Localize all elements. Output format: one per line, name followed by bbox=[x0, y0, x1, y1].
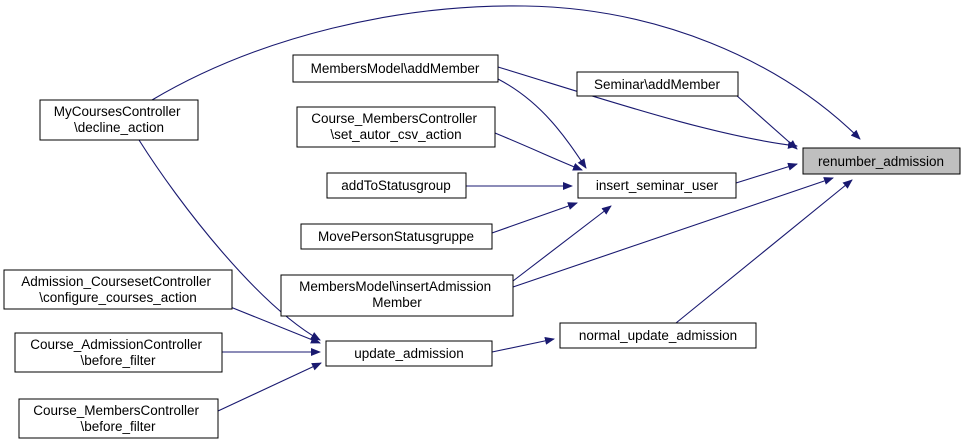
node-set-autor-csv-action[interactable]: Course_MembersController \set_autor_csv_… bbox=[296, 106, 496, 148]
node-label: MembersModel\insertAdmission Member bbox=[299, 279, 495, 310]
node-update-admission[interactable]: update_admission bbox=[325, 340, 493, 367]
edge-decline-action-to-update-admission bbox=[138, 139, 321, 341]
node-label: Course_AdmissionController \before_filte… bbox=[30, 337, 206, 368]
edge-insertadmissionmember-to-insert-seminar-user bbox=[512, 205, 612, 282]
node-label-line: Course_AdmissionController bbox=[30, 337, 202, 352]
edge-normal-update-to-renumber-admission bbox=[675, 179, 853, 324]
node-box[interactable] bbox=[559, 322, 757, 349]
node-box[interactable] bbox=[292, 54, 499, 83]
node-renumber-admission[interactable]: renumber_admission bbox=[802, 147, 961, 175]
node-label: renumber_admission bbox=[818, 154, 944, 169]
node-box[interactable] bbox=[3, 269, 233, 310]
node-label: update_admission bbox=[354, 346, 464, 361]
node-label-line: \decline_action bbox=[74, 120, 164, 135]
node-label-line: \configure_courses_action bbox=[39, 290, 197, 305]
node-label-line: Course_MembersController bbox=[33, 403, 199, 418]
node-insert-seminar-user[interactable]: insert_seminar_user bbox=[577, 172, 737, 199]
node-normal-update-admission[interactable]: normal_update_admission bbox=[559, 322, 757, 349]
node-label: Seminar\addMember bbox=[594, 77, 721, 92]
edge-movepersonstatusgruppe-to-insert-seminar-user bbox=[491, 202, 578, 234]
node-label-line: MyCoursesController bbox=[54, 104, 181, 119]
node-box[interactable] bbox=[39, 99, 199, 141]
node-box[interactable] bbox=[576, 71, 739, 97]
node-label: Course_MembersController \set_autor_csv_… bbox=[311, 111, 481, 142]
node-box[interactable] bbox=[14, 332, 223, 373]
node-box[interactable] bbox=[325, 340, 493, 367]
node-box[interactable] bbox=[280, 274, 514, 317]
node-box[interactable] bbox=[18, 398, 219, 439]
node-insert-admission-member[interactable]: MembersModel\insertAdmission Member bbox=[280, 274, 514, 317]
node-course-members-before-filter[interactable]: Course_MembersController \before_filter bbox=[18, 398, 219, 439]
node-box[interactable] bbox=[326, 172, 467, 199]
edge-set-autor-csv-to-insert-seminar-user bbox=[494, 132, 583, 171]
node-label: MyCoursesController \decline_action bbox=[54, 104, 185, 135]
node-label: MembersModel\addMember bbox=[311, 61, 480, 76]
node-box-highlighted[interactable] bbox=[802, 147, 961, 175]
node-label: addToStatusgroup bbox=[341, 178, 451, 193]
node-label-line: MembersModel\insertAdmission bbox=[299, 279, 491, 294]
node-label: insert_seminar_user bbox=[596, 178, 719, 193]
node-box[interactable] bbox=[577, 172, 737, 199]
edge-addmember-to-insert-seminar-user bbox=[497, 78, 587, 169]
node-move-person-statusgruppe[interactable]: MovePersonStatusgruppe bbox=[300, 223, 493, 250]
node-label-line: Course_MembersController bbox=[311, 111, 477, 126]
node-configure-courses-action[interactable]: Admission_CoursesetController \configure… bbox=[3, 269, 233, 310]
node-box[interactable] bbox=[300, 223, 493, 250]
edge-update-admission-to-normal-update bbox=[491, 336, 555, 353]
edge-insert-seminar-user-to-renumber-admission bbox=[735, 162, 798, 184]
edge-decline-action-to-renumber-admission bbox=[151, 5, 861, 140]
edge-members-before-filter-to-update-admission bbox=[217, 362, 322, 412]
node-label-line: \set_autor_csv_action bbox=[330, 127, 461, 142]
node-label: MovePersonStatusgruppe bbox=[318, 229, 474, 244]
edge-insertadmissionmember-to-renumber-admission bbox=[512, 177, 834, 288]
node-box[interactable] bbox=[296, 106, 496, 148]
node-label-line: Member bbox=[372, 295, 422, 310]
node-label: normal_update_admission bbox=[579, 328, 737, 343]
node-label: Course_MembersController \before_filter bbox=[33, 403, 203, 434]
node-members-model-add-member[interactable]: MembersModel\addMember bbox=[292, 54, 499, 83]
node-label-line: \before_filter bbox=[80, 353, 156, 368]
node-label-line: Admission_CoursesetController bbox=[21, 274, 211, 289]
node-add-to-statusgroup[interactable]: addToStatusgroup bbox=[326, 172, 467, 199]
node-seminar-add-member[interactable]: Seminar\addMember bbox=[576, 71, 739, 97]
node-label-line: \before_filter bbox=[80, 419, 156, 434]
edge-seminar-addmember-to-renumber-admission bbox=[735, 94, 798, 150]
node-course-admission-before-filter[interactable]: Course_AdmissionController \before_filte… bbox=[14, 332, 223, 373]
edge-addmember-to-renumber-admission bbox=[497, 66, 798, 149]
edge-configure-courses-to-update-admission bbox=[227, 305, 321, 344]
node-my-courses-controller-decline-action[interactable]: MyCoursesController \decline_action bbox=[39, 99, 199, 141]
node-label: Admission_CoursesetController \configure… bbox=[21, 274, 215, 305]
